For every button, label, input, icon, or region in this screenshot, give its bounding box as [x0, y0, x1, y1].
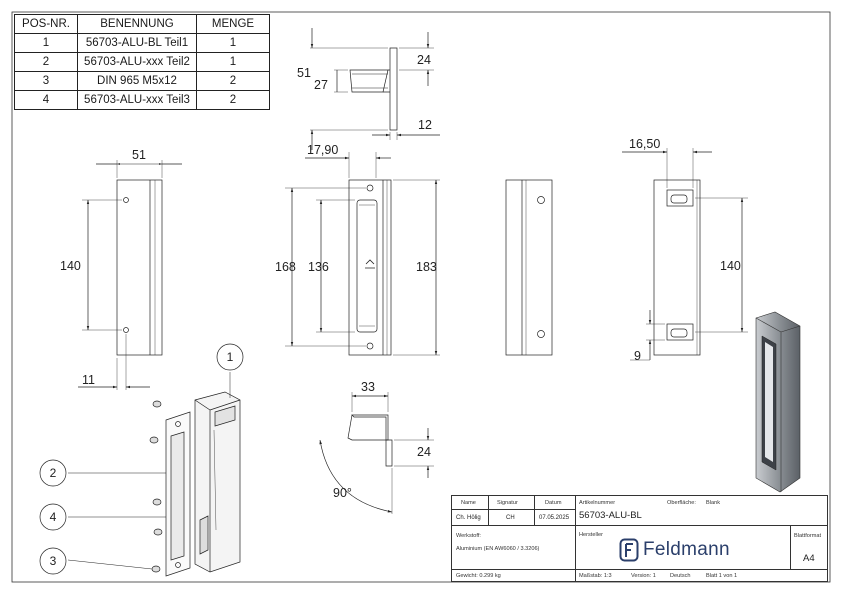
dim-top-51: 51	[297, 66, 311, 80]
row-qty: 2	[196, 90, 270, 110]
table-row: 2 56703-ALU-xxx Teil2 1	[14, 52, 270, 72]
front-view	[285, 152, 440, 356]
balloon-4-label: 4	[50, 510, 57, 524]
dim-left-offset: 11	[82, 373, 95, 387]
parts-list-header: POS-NR. BENENNUNG MENGE	[14, 14, 270, 34]
drawn-by-signature: CH	[506, 515, 515, 521]
balloon-3-label: 3	[50, 554, 57, 568]
balloon-4	[39, 503, 67, 531]
surface-label: Oberfläche:	[667, 500, 696, 506]
header-pos: POS-NR.	[14, 14, 78, 34]
row-pos: 2	[14, 52, 78, 72]
drawing-border	[11, 11, 831, 583]
dim-right-9: 9	[634, 349, 641, 363]
dim-front-width: 17,90	[307, 143, 338, 157]
dim-top-24: 24	[417, 53, 431, 67]
table-row: 3 DIN 965 M5x12 2	[14, 71, 270, 91]
title-head-datum: Datum	[545, 500, 562, 506]
row-qty: 2	[196, 71, 270, 91]
row-qty: 1	[196, 33, 270, 53]
balloon-1-label: 1	[227, 350, 234, 364]
table-row: 4 56703-ALU-xxx Teil3 2	[14, 90, 270, 110]
row-pos: 3	[14, 71, 78, 91]
dim-left-width: 51	[132, 148, 146, 162]
section-view	[319, 392, 434, 514]
feldmann-logo: Feldmann	[619, 537, 730, 563]
dim-front-168: 168	[275, 260, 296, 274]
dim-right-holes: 140	[720, 259, 741, 273]
table-row: 1 56703-ALU-BL Teil1 1	[14, 33, 270, 53]
title-head-signatur: Signatur	[497, 500, 518, 506]
language: Deutsch	[670, 573, 691, 579]
top-profile-view	[310, 28, 440, 150]
article-number: 56703-ALU-BL	[579, 510, 642, 521]
row-qty: 1	[196, 52, 270, 72]
exploded-view	[67, 372, 241, 577]
title-head-name: Name	[461, 500, 476, 506]
header-menge: MENGE	[196, 14, 270, 34]
parts-list-table: POS-NR. BENENNUNG MENGE 1 56703-ALU-BL T…	[14, 14, 270, 110]
drawn-by-name: Ch. Hölig	[456, 515, 481, 521]
row-name: DIN 965 M5x12	[77, 71, 197, 91]
balloon-1	[216, 343, 244, 371]
row-name: 56703-ALU-xxx Teil2	[77, 52, 197, 72]
feldmann-logo-icon	[619, 538, 639, 562]
back-view	[505, 179, 553, 356]
row-pos: 4	[14, 90, 78, 110]
dim-front-183: 183	[416, 260, 437, 274]
article-number-label: Artikelnummer	[579, 500, 616, 506]
material-value: Aluminium (EN AW6060 / 3.3206)	[456, 546, 540, 552]
sheet-format-value: A4	[803, 553, 815, 564]
left-side-view	[78, 160, 182, 390]
sheet-format-label: Blattformat	[794, 533, 822, 539]
isometric-shaded-view	[755, 311, 801, 493]
dim-top-12: 12	[418, 118, 432, 132]
balloon-2	[39, 459, 67, 487]
dim-left-holes: 140	[60, 259, 81, 273]
maker-label: Hersteller	[579, 532, 603, 538]
balloon-2-label: 2	[50, 466, 57, 480]
balloons	[39, 343, 244, 575]
title-block: Name Signatur Datum Ch. Hölig CH 07.05.2…	[451, 495, 828, 582]
dim-section-24: 24	[417, 445, 431, 459]
scale: Maßstab: 1:3	[579, 573, 612, 579]
dim-top-27: 27	[314, 78, 328, 92]
brand-name: Feldmann	[643, 539, 730, 560]
material-label: Werkstoff:	[456, 533, 481, 539]
row-name: 56703-ALU-BL Teil1	[77, 33, 197, 53]
dim-section-angle: 90°	[333, 486, 352, 500]
version: Version: 1	[631, 573, 656, 579]
dim-front-136: 136	[308, 260, 329, 274]
drawn-date: 07.05.2025	[539, 515, 570, 521]
row-pos: 1	[14, 33, 78, 53]
right-side-view	[622, 148, 748, 361]
dim-section-33: 33	[361, 380, 375, 394]
weight: Gewicht: 0.299 kg	[456, 573, 501, 579]
header-benennung: BENENNUNG	[77, 14, 197, 34]
row-name: 56703-ALU-xxx Teil3	[77, 90, 197, 110]
sheet-number: Blatt 1 von 1	[706, 573, 738, 579]
dim-right-width: 16,50	[629, 137, 660, 151]
balloon-3	[39, 547, 67, 575]
surface-value: Blank	[706, 500, 720, 506]
